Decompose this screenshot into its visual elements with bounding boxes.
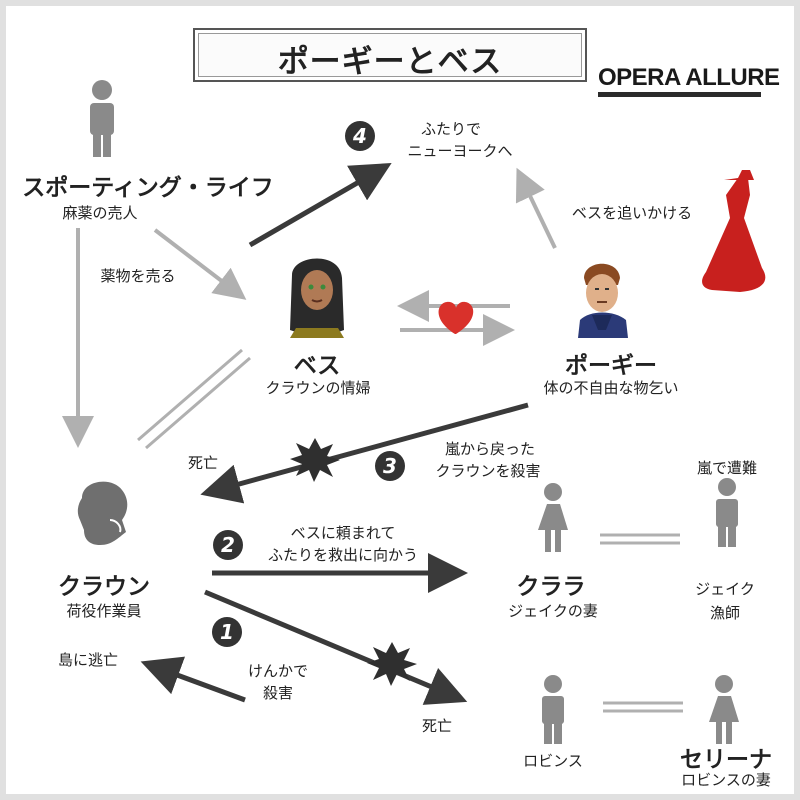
label-crown-dead: 死亡 [187,454,219,472]
sporting-life-role: 麻薬の売人 [62,204,138,222]
bess-portrait-icon [290,258,344,338]
crown-silhouette-icon [77,481,128,545]
label-sell-drugs: 薬物を売る [100,267,176,285]
serena-role: ロビンスの妻 [681,771,771,789]
woman-icon [538,483,568,552]
sporting-life-name: スポーティング・ライフ [22,175,274,201]
serena-name: セリーナ [680,747,772,773]
arrow-sporting-to-bess [153,228,247,300]
heart-icon [438,301,474,334]
porgy-portrait-icon [578,263,628,338]
brand-logo: OPERA ALLURE [598,64,780,91]
arrow-crown-kills-robbins [204,589,468,705]
step-2-badge: 2 [213,530,243,560]
label-storm-2: クラウンを殺害 [435,462,541,480]
label-fight-2: 殺害 [262,684,294,702]
title-box: ポーギーとベス [193,28,587,82]
explosion-icon [290,438,340,482]
arrow-to-new-york [248,162,392,248]
woman-icon [709,675,739,744]
explosion-icon [367,642,417,686]
porgy-name: ポーギー [565,353,657,379]
step-4-badge: 4 [345,121,375,151]
clara-role: ジェイクの妻 [508,602,598,620]
label-rescue-2: ふたりを救出に向かう [267,546,419,564]
person-icon [90,80,114,157]
person-icon [542,675,564,744]
label-storm-1: 嵐から戻った [444,440,536,458]
porgy-role: 体の不自由な物乞い [543,379,679,397]
person-icon [716,478,738,547]
step-3-badge: 3 [375,451,405,481]
arrow-porgy-kills-crown [200,402,529,504]
bess-name: ベス [293,353,341,379]
crown-name: クラウン [58,574,150,600]
relation-line-bess-crown-2 [145,356,251,450]
jake-role: 漁師 [709,604,741,622]
crown-role: 荷役作業員 [66,602,142,620]
arrow-porgy-to-new-york [515,167,557,249]
dress-icon [702,170,766,292]
robbins-name: ロビンス [523,752,583,770]
label-new-york-2: ニューヨークへ [407,142,513,160]
label-escape: 島に逃亡 [57,651,119,669]
clara-name: クララ [516,574,586,600]
label-fight-1: けんかで [247,662,309,680]
brand-underline [598,92,761,97]
arrow-crown-escape [140,656,246,703]
label-chase-bess: ベスを追いかける [571,204,693,222]
bess-role: クラウンの情婦 [265,379,371,397]
jake-name: ジェイク [695,580,755,598]
step-1-badge: 1 [212,617,242,647]
label-rescue-1: ベスに頼まれて [290,524,396,542]
label-robbins-dead: 死亡 [421,717,453,735]
relation-line-bess-crown-1 [137,348,243,442]
label-new-york-1: ふたりで [420,120,482,138]
label-jake-lost: 嵐で遭難 [696,459,758,477]
page-title: ポーギーとベス [277,44,503,80]
